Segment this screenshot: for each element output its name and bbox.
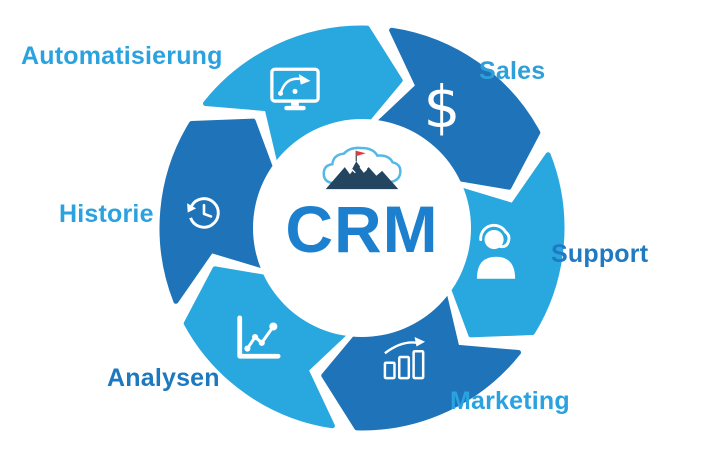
cloud-mountain-flag-logo [322, 146, 402, 190]
cloud-outline [322, 146, 402, 185]
segment-label-marketing: Marketing [450, 387, 570, 415]
snow-caps [349, 166, 368, 175]
segment-label-automatisierung: Automatisierung [21, 42, 223, 70]
monitor-automation-icon [269, 66, 321, 118]
support-agent-icon [474, 223, 518, 284]
growth-bars-arrow-icon [382, 336, 428, 385]
crm-title: CRM [285, 192, 439, 266]
flag [356, 150, 366, 157]
center-circle: CRM [253, 119, 471, 337]
mountain-silhouette [325, 161, 399, 190]
segment-label-historie: Historie [59, 200, 154, 228]
history-clock-icon [178, 187, 230, 244]
dollar-icon: $ [423, 73, 461, 141]
segment-label-sales: Sales [479, 57, 546, 85]
line-chart-dots-icon [233, 313, 281, 368]
segment-label-support: Support [551, 240, 649, 268]
segment-label-analysen: Analysen [107, 364, 220, 392]
